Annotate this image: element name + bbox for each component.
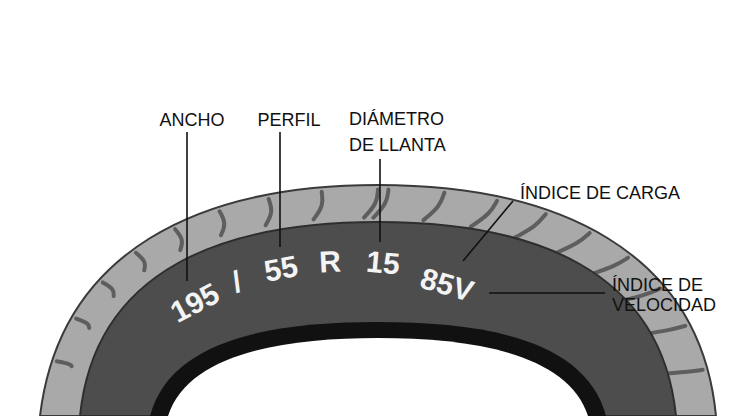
rim-hole bbox=[168, 338, 588, 416]
tread-groove bbox=[266, 199, 272, 225]
tread-groove bbox=[136, 253, 145, 271]
tread-groove bbox=[590, 258, 628, 275]
part-label: DIÁMETRO DE LLANTA bbox=[349, 106, 464, 158]
tread-groove bbox=[515, 214, 546, 237]
tire-marking: 15 bbox=[365, 246, 401, 281]
part-label: PERFIL bbox=[257, 109, 320, 131]
part-label: ÍNDICE DE VELOCIDAD bbox=[612, 275, 734, 315]
tread-groove bbox=[103, 282, 114, 296]
tread-groove bbox=[423, 193, 444, 220]
tread-groove bbox=[76, 319, 89, 328]
tire-marking: 55 bbox=[262, 250, 301, 288]
tire-marking: R bbox=[318, 245, 341, 278]
tread-groove bbox=[57, 361, 72, 366]
part-label: ANCHO bbox=[159, 109, 224, 131]
leader-line bbox=[489, 292, 605, 294]
leader-lines bbox=[187, 132, 605, 293]
tire-sidewall bbox=[80, 222, 676, 416]
leader-line bbox=[186, 132, 188, 281]
tread-groove bbox=[373, 190, 388, 218]
leader-line bbox=[279, 132, 281, 247]
tread-groove bbox=[471, 201, 497, 227]
leader-line bbox=[463, 201, 513, 261]
tread-groove bbox=[220, 211, 225, 235]
rim-edge bbox=[150, 322, 606, 416]
leader-line bbox=[379, 159, 381, 242]
tread-groove bbox=[175, 229, 182, 250]
part-label: ÍNDICE DE CARGA bbox=[520, 182, 680, 204]
tread-groove bbox=[314, 192, 323, 220]
tread-groove bbox=[555, 233, 590, 253]
